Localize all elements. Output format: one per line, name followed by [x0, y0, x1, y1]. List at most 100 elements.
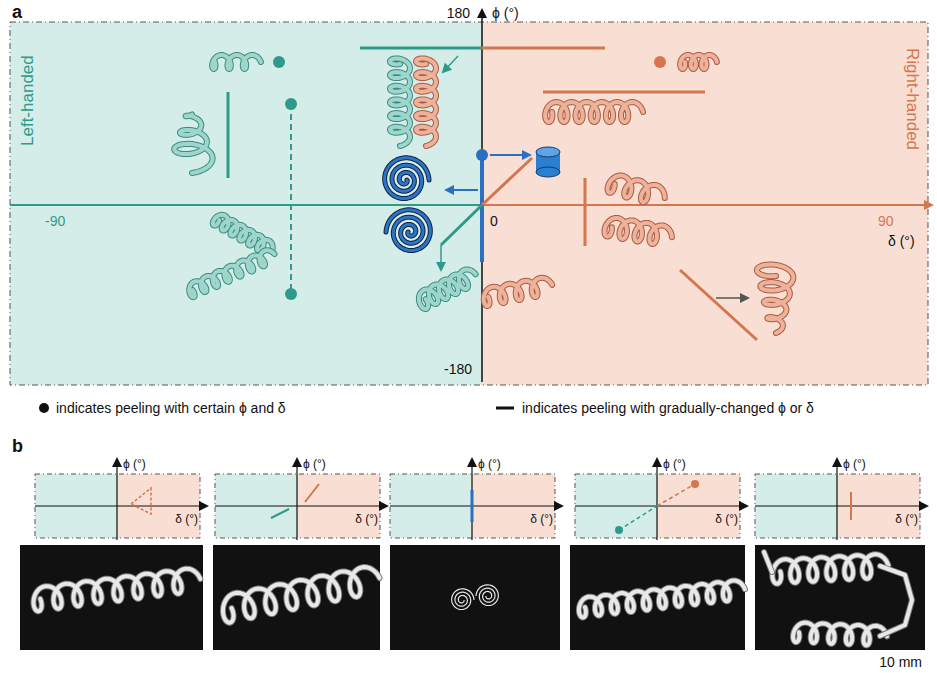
delta-axis-positive [482, 204, 932, 206]
teal-dashed-link [290, 104, 292, 294]
mini-delta-axis [575, 505, 747, 506]
blue-spiral-edge [385, 158, 429, 199]
mini-delta-axis [215, 505, 387, 506]
teal-helix [213, 215, 273, 251]
mini-phase-plot [390, 459, 562, 540]
axis-title: ϕ (°) [663, 458, 686, 472]
blue-pointer-arrow [446, 189, 478, 191]
orange-conical-helix-edge [757, 264, 794, 333]
mini-phase-plot [35, 459, 207, 540]
axis-title: δ (°) [895, 513, 918, 527]
orange-helix-edge [484, 278, 552, 306]
teal-helix-edge [212, 55, 261, 69]
teal-pointer-arrow [440, 245, 442, 270]
legend-dot-sample [39, 403, 49, 413]
photos [20, 545, 925, 650]
teal-point [285, 98, 297, 110]
photo-background [570, 545, 745, 650]
orange-point [654, 56, 666, 68]
helix-illustrations [174, 55, 793, 333]
photo-background [390, 545, 560, 650]
orange-helix-edge [680, 55, 717, 69]
tick-label: 0 [490, 213, 498, 229]
blue-path-line [480, 155, 484, 262]
tick-label: 180 [447, 5, 470, 21]
teal-point [273, 56, 285, 68]
teal-helix-edge [390, 58, 410, 146]
right-region-fill [482, 22, 928, 385]
delta-axis-negative [10, 204, 482, 206]
mini-phi-axis [116, 459, 117, 540]
blue-point [476, 149, 488, 161]
teal-helix [212, 55, 261, 69]
photo-helix [772, 554, 888, 583]
photo-helix [793, 623, 887, 646]
photo-background [213, 545, 380, 650]
panel-a [10, 10, 932, 385]
teal-path-line [441, 205, 482, 245]
legend-text: indicates peeling with gradually-changed… [522, 400, 814, 416]
teal-helix-edge [419, 269, 476, 309]
mini-delta-axis [390, 505, 562, 506]
axis-title: δ (°) [355, 513, 378, 527]
teal-point [615, 526, 623, 534]
phi-axis [481, 10, 483, 382]
pointer-arrow [716, 297, 748, 299]
axis-title: ϕ (°) [478, 458, 501, 472]
region-label: Right-handed [902, 48, 922, 150]
teal-helix [390, 58, 410, 146]
photo-helix [579, 580, 745, 617]
blue-path-line [471, 490, 474, 522]
mini-phi-axis [296, 459, 297, 540]
blue-spiral [385, 158, 429, 199]
teal-path-line [227, 92, 230, 178]
teal-point [285, 288, 297, 300]
teal-helix-edge [213, 215, 273, 251]
orange-dashed-link [657, 484, 695, 506]
left-region-fill [10, 22, 482, 385]
photo-ribbon-edge [880, 566, 912, 636]
teal-conical-helix [174, 115, 212, 174]
teal-helix [189, 250, 274, 297]
orange-conical-helix [757, 264, 794, 333]
axis-title: ϕ (°) [303, 458, 326, 472]
legend-line-sample [496, 407, 514, 410]
photo-helix-edge [793, 623, 887, 646]
photo-helix [223, 567, 380, 623]
orange-helix [608, 176, 665, 203]
mini-phi-axis [836, 459, 837, 540]
orange-path-line [482, 158, 532, 205]
tick-label: -90 [45, 213, 65, 229]
axis-title: δ (°) [715, 513, 738, 527]
teal-pointer-arrow [443, 56, 458, 72]
axis-title: δ (°) [530, 513, 553, 527]
blue-spiral-edge [386, 210, 430, 251]
orange-helix [416, 58, 436, 146]
axis-title: δ (°) [175, 513, 198, 527]
panel-letter: a [12, 2, 22, 23]
blue-pointer-arrow [490, 154, 530, 156]
photo-helix-edge [579, 580, 745, 617]
panel-b [35, 459, 927, 540]
photo-helix [33, 569, 200, 612]
mini-phase-plot [575, 459, 747, 540]
photo-ribbon [764, 552, 772, 572]
orange-helix [604, 218, 671, 244]
orange-helix [680, 55, 717, 69]
peeling-marks [228, 48, 757, 340]
handedness-region: Left-handed [10, 22, 482, 385]
blue-spiral [386, 210, 430, 251]
mini-delta-axis [35, 505, 207, 506]
teal-path-line [360, 47, 482, 50]
photo-helix-edge [33, 569, 200, 612]
photo-spiral [452, 589, 474, 610]
orange-path-line [305, 484, 319, 502]
orange-path-line [543, 91, 705, 94]
photo-helix-edge [772, 554, 888, 583]
panel-frame [10, 22, 928, 385]
photo-helix-edge [223, 567, 380, 623]
photo-ribbon [880, 566, 912, 636]
legend-text: indicates peeling with certain ϕ and δ [56, 400, 286, 416]
